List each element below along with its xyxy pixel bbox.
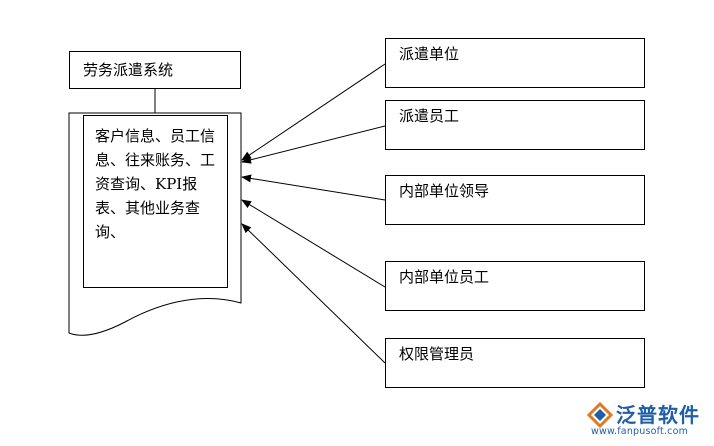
- arrow-role-1: [241, 125, 386, 164]
- logo-mark-icon: [587, 402, 613, 428]
- role-box-dispatched-employee: 派遣员工: [385, 100, 645, 150]
- watermark-name: 泛普软件: [616, 403, 700, 427]
- system-title-text: 劳务派遣系统: [83, 61, 174, 79]
- role-box-internal-unit-employee: 内部单位员工: [385, 261, 645, 311]
- system-functions-text: 客户信息、员工信息、往来账务、工资查询、KPI报表、其他业务查询、: [95, 127, 216, 241]
- arrow-role-0: [241, 63, 386, 161]
- arrow-role-4: [241, 223, 386, 364]
- role-box-dispatch-unit: 派遣单位: [385, 38, 645, 88]
- watermark-url: www.fanpusoft.com: [591, 426, 689, 437]
- arrow-role-2: [241, 174, 386, 201]
- system-title-box: 劳务派遣系统: [69, 51, 241, 89]
- role-label: 派遣员工: [399, 107, 460, 125]
- role-label: 权限管理员: [399, 345, 475, 363]
- role-label: 派遣单位: [399, 45, 460, 63]
- system-functions-box: 客户信息、员工信息、往来账务、工资查询、KPI报表、其他业务查询、: [83, 115, 228, 288]
- role-label: 内部单位领导: [399, 182, 490, 200]
- role-label: 内部单位员工: [399, 268, 490, 286]
- arrow-role-3: [241, 199, 386, 288]
- role-box-permission-admin: 权限管理员: [385, 338, 645, 388]
- watermark-logo: 泛普软件 www.fanpusoft.com: [583, 398, 711, 444]
- role-box-internal-unit-leader: 内部单位领导: [385, 175, 645, 225]
